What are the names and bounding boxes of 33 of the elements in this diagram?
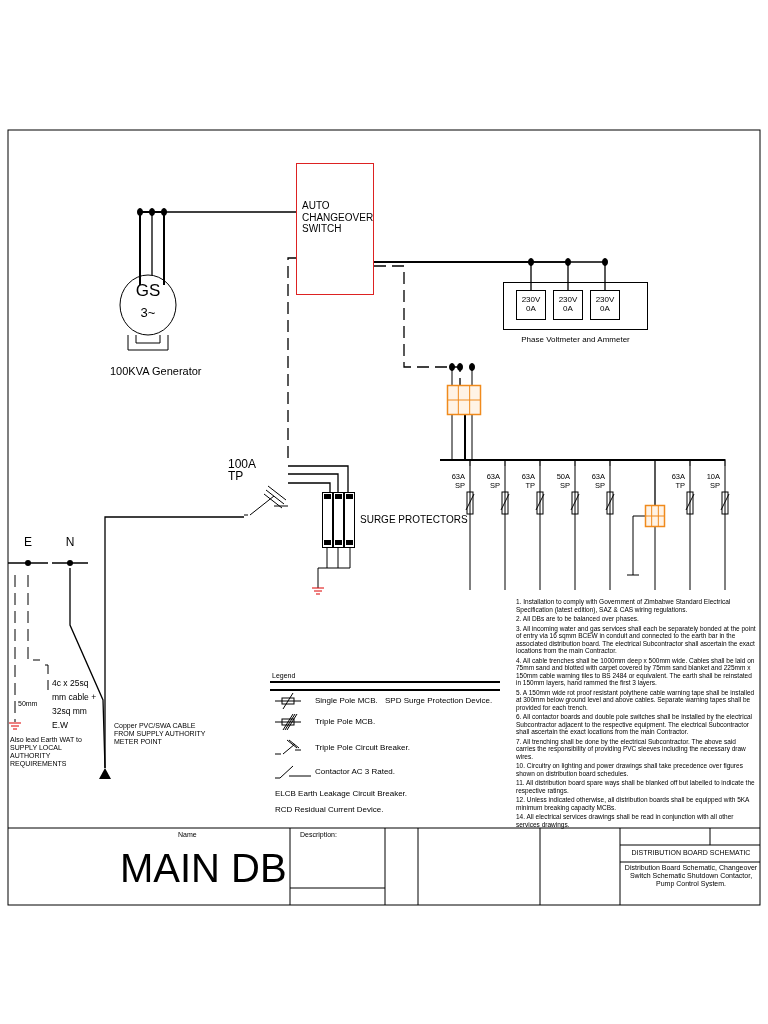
legend-text: Contactor AC 3 Rated. bbox=[315, 767, 396, 777]
changeover-switch-box bbox=[296, 163, 374, 295]
generator-caption: 100KVA Generator bbox=[110, 365, 202, 378]
terminal-label: E bbox=[23, 536, 33, 550]
legend-text: Triple Pole MCB. bbox=[315, 717, 376, 727]
supply-point-marker bbox=[99, 768, 111, 779]
meter-box bbox=[590, 290, 620, 320]
legend-text: Triple Pole Circuit Breaker. bbox=[315, 743, 410, 753]
drawing-title: MAIN DB bbox=[120, 845, 287, 891]
legend-text: RCD Residual Current Device. bbox=[275, 805, 384, 815]
generator-label: GS bbox=[134, 281, 162, 301]
phase-label: 3~ bbox=[139, 306, 157, 321]
wire bbox=[287, 465, 349, 493]
meter-box bbox=[516, 290, 546, 320]
meter-reading: 230V 0A bbox=[520, 295, 542, 314]
wire bbox=[69, 567, 106, 769]
legend-text: SPD Surge Protection Device. bbox=[385, 696, 493, 706]
contactor-symbol bbox=[645, 505, 665, 527]
contactor-symbol bbox=[447, 385, 481, 415]
meter-reading: 230V 0A bbox=[557, 295, 579, 314]
wire bbox=[151, 211, 297, 276]
surge-protector-label: SURGE PROTECTORS bbox=[360, 514, 468, 526]
terminal-label: N bbox=[64, 536, 76, 550]
meter-box bbox=[553, 290, 583, 320]
annotation-text: 4c x 25sq mm cable + 32sq mm E.W bbox=[52, 677, 98, 732]
breaker-rating: 100A TP bbox=[228, 458, 257, 482]
wire bbox=[373, 265, 461, 386]
legend-text: ELCB Earth Leakage Circuit Breaker. bbox=[275, 789, 408, 799]
legend-text: Single Pole MCB. bbox=[315, 696, 378, 706]
meter-reading: 230V 0A bbox=[594, 295, 616, 314]
panel-caption: Phase Voltmeter and Ammeter bbox=[520, 335, 631, 345]
wire bbox=[373, 261, 606, 291]
wire bbox=[287, 257, 297, 459]
